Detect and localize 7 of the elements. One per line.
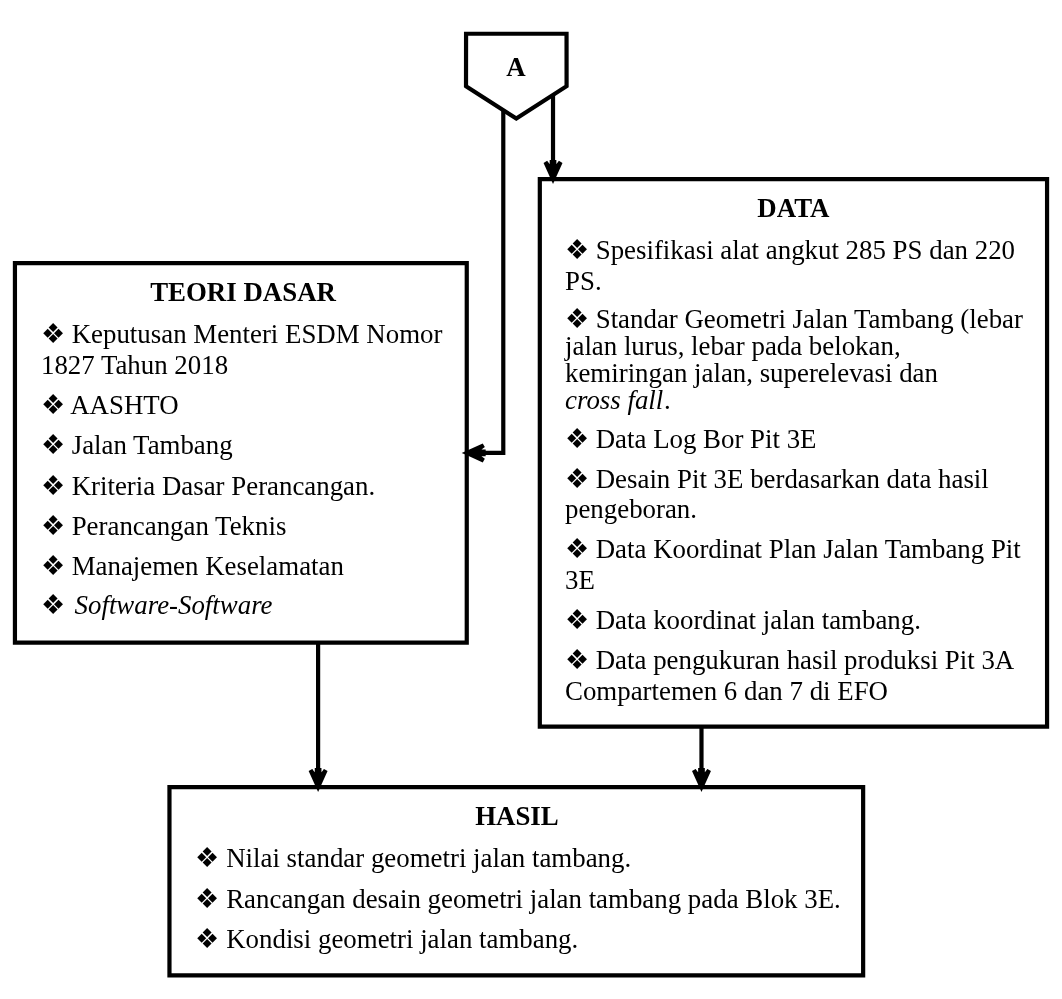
node-box: HASIL ❖ Nilai standar geometri jalan tambang. ❖ Rancangan desain geometri jalan tambang pada Blok 3E. ❖ Kondisi geometri jalan tambang.	[167, 784, 866, 977]
arrow	[691, 726, 712, 789]
arrow	[464, 109, 506, 463]
node-box: TEORI DASAR ❖ Keputusan Menteri ESDM Nomor 1827 Tahun 2018 ❖ AASHTO ❖ Jalan Tambang ❖ Kriteria Dasar Perancangan. ❖ Perancangan Teknis ❖ Manajemen Keselamatan ❖ Software-Software	[12, 260, 469, 645]
arrow	[308, 642, 328, 789]
arrow	[543, 94, 563, 181]
node-box: DATA ❖ Spesifikasi alat angkut 285 PS dan 220 PS. ❖ Standar Geometri Jalan Tambang (lebar jalan lurus, lebar pada belokan, kemiringan jalan, superelevasi dan cross fall. ❖ Data Log Bor Pit 3E ❖ Desain Pit 3E berdasarkan data hasil pengeboran. ❖ Data Koordinat Plan Jalan Tambang Pit 3E ❖ Data koordinat jalan tambang. ❖ Data pengukuran hasil produksi Pit 3A Compartemen 6 dan 7 di EFO	[537, 176, 1050, 729]
